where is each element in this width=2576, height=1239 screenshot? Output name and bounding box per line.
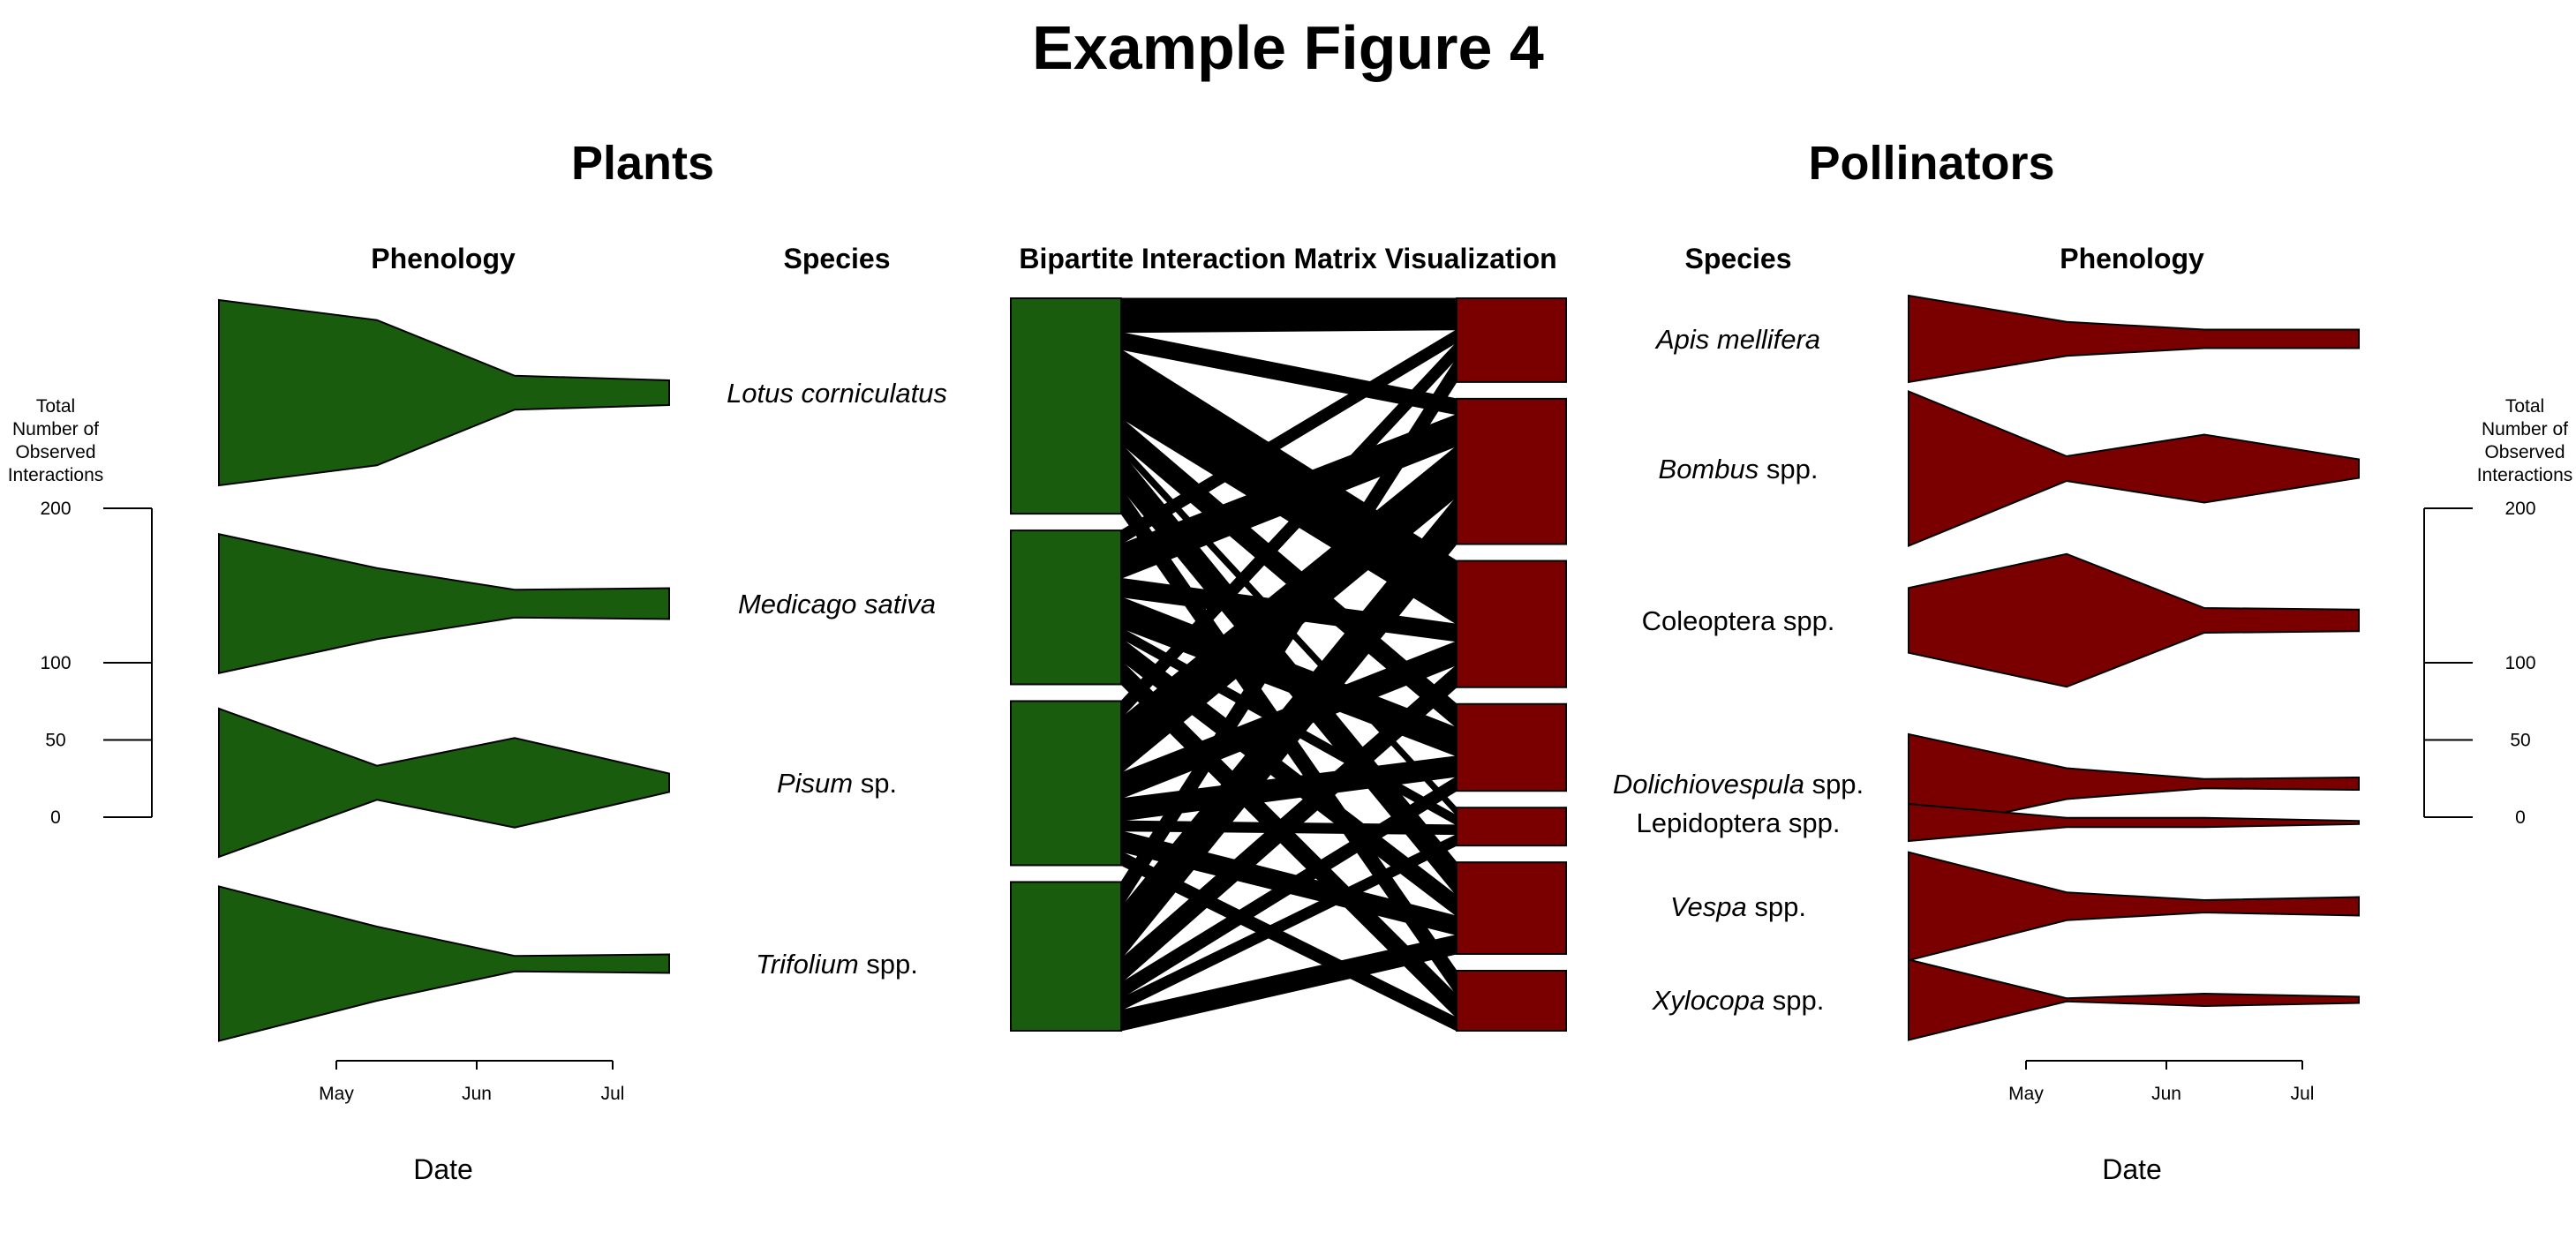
scale-tick-label: 50 xyxy=(2510,731,2530,751)
interaction-links xyxy=(1120,297,1457,1032)
plant-species-header: Species xyxy=(784,243,891,274)
pollinator-module-bar xyxy=(1456,702,1567,792)
date-axis-title: Date xyxy=(2102,1153,2162,1185)
pollinator-species-label: Xylocopa spp. xyxy=(1652,985,1825,1016)
scale-title-line: Number of xyxy=(12,419,99,439)
scale-title-line: Observed xyxy=(15,442,95,462)
pollinator-species-label: Apis mellifera xyxy=(1654,324,1820,355)
plant-phenology-shape xyxy=(218,707,670,859)
plant-phenology-shape xyxy=(218,885,670,1042)
plant-species-label: Lotus corniculatus xyxy=(727,378,947,409)
date-axis-title: Date xyxy=(413,1153,473,1185)
date-tick-label: May xyxy=(2008,1084,2044,1104)
pollinator-species-label: Lepidoptera spp. xyxy=(1637,807,1841,838)
interaction-link xyxy=(1120,297,1457,334)
pollinator-module-bar xyxy=(1456,297,1567,383)
date-tick-label: Jul xyxy=(2291,1084,2315,1104)
pollinator-species-label: Coleoptera spp. xyxy=(1642,605,1835,636)
pollinator-phenology-shape xyxy=(1908,958,2360,1041)
pollinator-phenology-shape xyxy=(1908,802,2360,843)
scale-tick-label: 100 xyxy=(40,653,71,673)
pollinator-phenology-shape xyxy=(1908,552,2360,688)
plant-module-bar xyxy=(1010,700,1122,867)
date-tick-label: Jun xyxy=(2151,1084,2181,1104)
pollinator-module-bar xyxy=(1456,559,1567,688)
plant-species-label: Trifolium spp. xyxy=(756,949,918,980)
scale-title-line: Observed xyxy=(2484,442,2565,462)
plant-species-label: Medicago sativa xyxy=(738,589,936,620)
scale-tick-label: 0 xyxy=(2515,807,2526,828)
pollinator-module-bar xyxy=(1456,969,1567,1032)
scale-tick-label: 200 xyxy=(2504,499,2535,519)
plant-module-bar xyxy=(1010,881,1122,1032)
scale-title-line: Number of xyxy=(2482,419,2568,439)
module-bars xyxy=(1010,297,1567,1032)
pollinator-module-bar xyxy=(1456,861,1567,955)
scale-tick-label: 200 xyxy=(40,499,71,519)
scale-tick-label: 0 xyxy=(50,807,61,828)
pollinator-module-bar xyxy=(1456,807,1567,847)
pollinator-species-label: Dolichiovespula spp. xyxy=(1613,769,1864,800)
pollinator-species-label: Bombus spp. xyxy=(1659,454,1819,484)
matrix-header: Bipartite Interaction Matrix Visualizati… xyxy=(1019,243,1556,274)
plant-module-bar xyxy=(1010,529,1122,686)
date-tick-label: May xyxy=(319,1084,354,1104)
pollinator-module-bar xyxy=(1456,397,1567,545)
pollinator-phenology-shape xyxy=(1908,390,2360,547)
plant-phenology-header: Phenology xyxy=(371,243,516,274)
phenology-shapes xyxy=(218,294,2360,1042)
scale-title-line: Interactions xyxy=(2477,465,2573,485)
scale-title-line: Total xyxy=(36,396,75,417)
scale-title-line: Interactions xyxy=(8,465,104,485)
plants-panel-title: Plants xyxy=(571,137,714,190)
plant-phenology-shape xyxy=(218,298,670,487)
figure-title: Example Figure 4 xyxy=(1032,13,1544,82)
pollinator-phenology-header: Phenology xyxy=(2060,243,2204,274)
pollinator-species-header: Species xyxy=(1685,243,1792,274)
plant-species-label: Pisum sp. xyxy=(777,768,897,799)
pollinator-phenology-shape xyxy=(1908,851,2360,962)
plant-module-bar xyxy=(1010,297,1122,515)
date-tick-label: Jun xyxy=(462,1084,492,1104)
scale-tick-label: 50 xyxy=(45,731,65,751)
pollinator-species-label: Vespa spp. xyxy=(1670,891,1806,922)
plant-phenology-shape xyxy=(218,533,670,674)
pollinator-phenology-shape xyxy=(1908,294,2360,384)
scale-tick-label: 100 xyxy=(2504,653,2535,673)
date-tick-label: Jul xyxy=(601,1084,625,1104)
scale-title-line: Total xyxy=(2505,396,2544,417)
pollinators-panel-title: Pollinators xyxy=(1808,137,2054,190)
